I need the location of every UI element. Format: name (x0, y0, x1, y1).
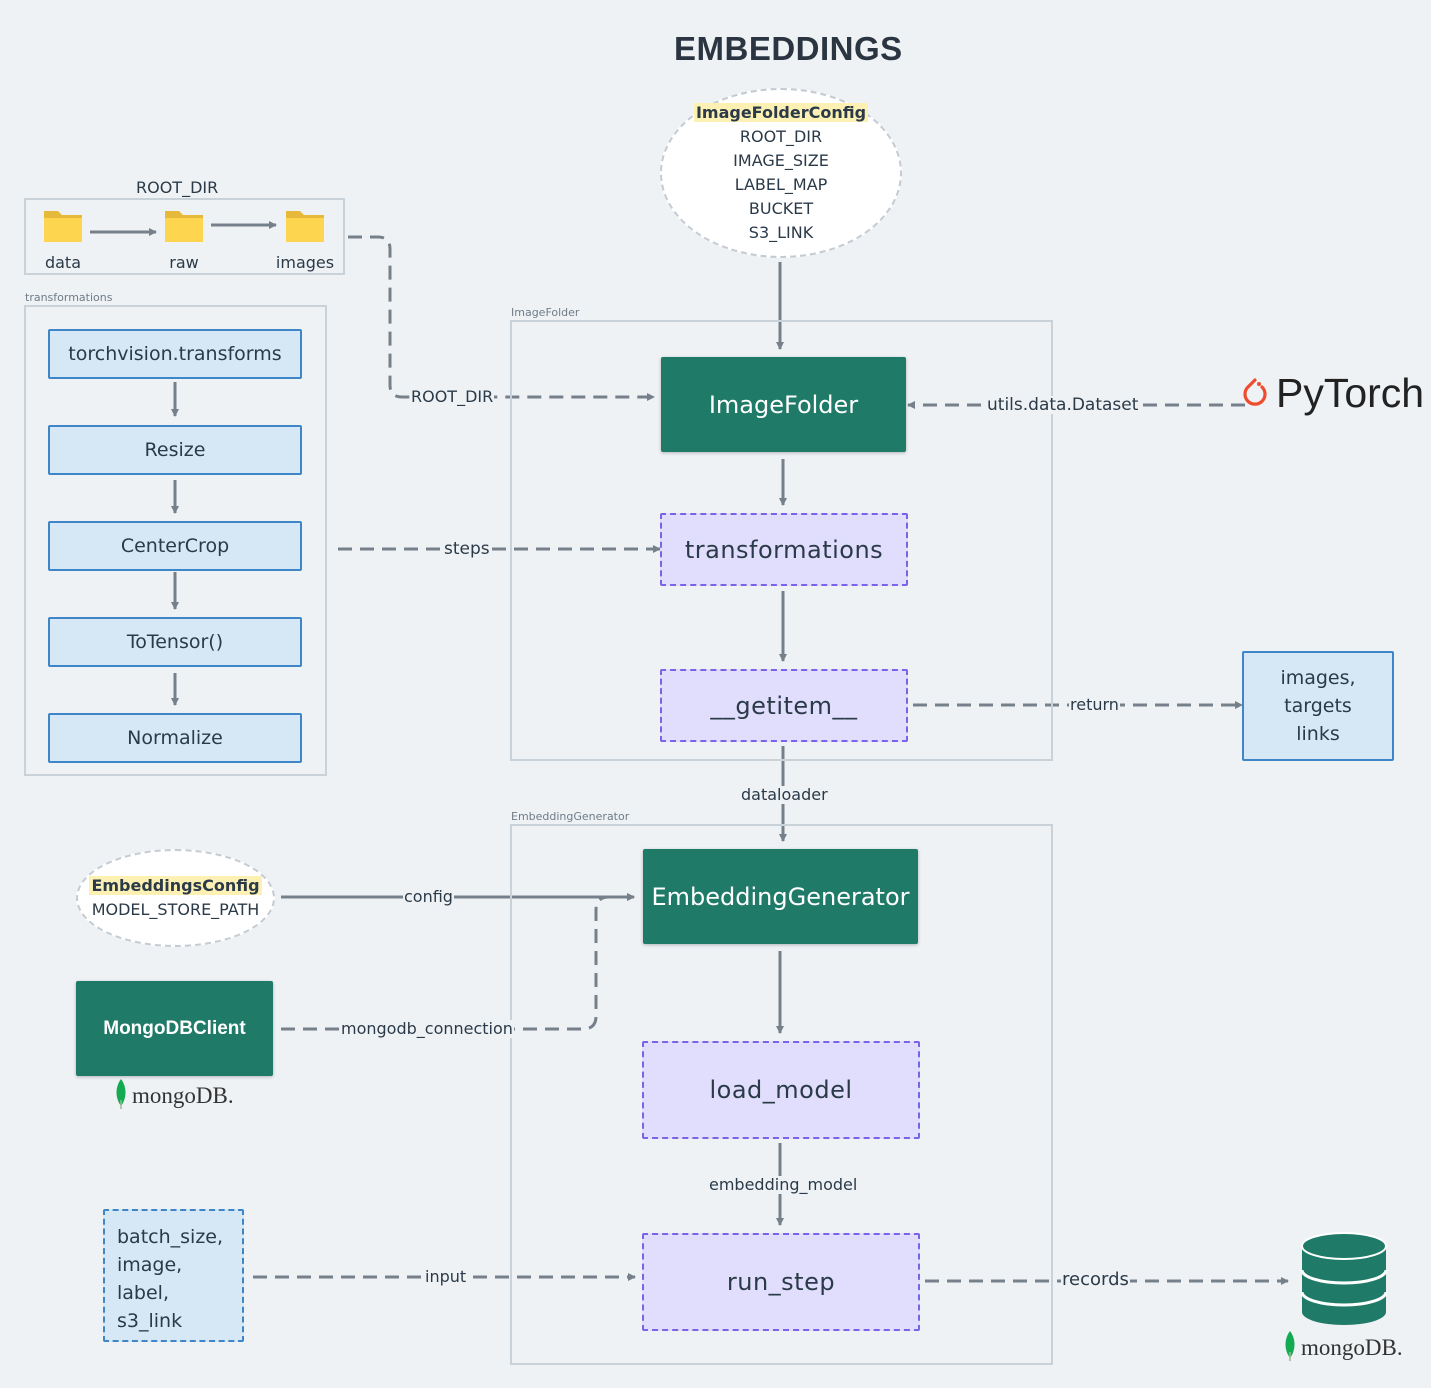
return-values-box: images, targets links (1242, 651, 1394, 761)
input-params-box: batch_size, image, label, s3_link (103, 1209, 244, 1342)
edge-label-dataloader: dataloader (740, 785, 829, 804)
return-item: targets (1284, 695, 1352, 717)
database-logo-text: mongoDB. (1301, 1335, 1403, 1360)
embedding-group-label: EmbeddingGenerator (511, 810, 630, 823)
imagefolder-node: ImageFolder (661, 357, 906, 452)
input-param: image, (117, 1254, 183, 1276)
config-field: IMAGE_SIZE (733, 151, 829, 170)
diagram-title: EMBEDDINGS (674, 30, 903, 67)
embedding-group (510, 824, 1053, 1365)
input-param: batch_size, (117, 1226, 224, 1248)
run-step-node: run_step (642, 1233, 920, 1331)
return-item: links (1296, 723, 1340, 745)
transformations-group (24, 305, 327, 776)
pytorch-flame-icon (1243, 378, 1267, 406)
input-param: label, (117, 1282, 169, 1304)
root-dir-group-label: ROOT_DIR (136, 178, 219, 197)
pytorch-logo-text: PyTorch (1276, 370, 1425, 416)
edge-label-root-dir: ROOT_DIR (410, 387, 495, 406)
mongodb-client-node: MongoDBClient (76, 981, 273, 1076)
edge-label-steps: steps (443, 539, 491, 559)
edge-mongo (281, 893, 635, 1031)
step-centercrop: CenterCrop (48, 521, 302, 571)
folder-label-raw: raw (169, 253, 199, 272)
edge-label-embedding-model: embedding_model (708, 1175, 859, 1194)
edge-label-return: return (1069, 695, 1120, 714)
edge-label-input: input (424, 1267, 468, 1286)
config-field: LABEL_MAP (734, 175, 828, 194)
step-totensor: ToTensor() (48, 617, 302, 667)
input-param: s3_link (117, 1310, 183, 1332)
step-torchvision-transforms: torchvision.transforms (48, 329, 302, 379)
return-item: images, (1280, 667, 1356, 689)
edge-label-dataset: utils.data.Dataset (986, 395, 1140, 415)
config-field: ROOT_DIR (739, 127, 823, 146)
config-field: BUCKET (748, 199, 814, 218)
embeddings-config: EmbeddingsConfig MODEL_STORE_PATH (76, 849, 275, 947)
database-icon (1300, 1232, 1388, 1325)
transformations-group-label: transformations (25, 291, 113, 304)
root-dir-group (24, 198, 345, 275)
embeddings-config-title: EmbeddingsConfig (89, 876, 262, 895)
mongodb-leaf-icon (116, 1079, 126, 1109)
mongodb-logo-text: mongoDB. (132, 1083, 234, 1108)
folder-icon-raw (165, 211, 203, 242)
folder-label-data: data (44, 253, 82, 272)
image-folder-config: ImageFolderConfig ROOT_DIR IMAGE_SIZE LA… (660, 88, 902, 258)
embedding-generator-node: EmbeddingGenerator (643, 849, 918, 944)
image-folder-config-title: ImageFolderConfig (693, 103, 869, 122)
load-model-node: load_model (642, 1041, 920, 1139)
edge-rootdir (348, 235, 655, 401)
config-field: MODEL_STORE_PATH (91, 900, 260, 919)
folder-label-images: images (275, 253, 335, 272)
folder-icon-data (44, 211, 82, 242)
step-normalize: Normalize (48, 713, 302, 763)
edge-label-mongodb-connection: mongodb_connection (340, 1019, 514, 1038)
getitem-node: __getitem__ (660, 669, 908, 742)
folder-icon-images (286, 211, 324, 242)
mongodb-leaf-icon (1285, 1331, 1295, 1361)
transformations-node: transformations (660, 513, 908, 586)
imagefolder-group (510, 320, 1053, 761)
edge-label-config: config (403, 887, 454, 906)
edge-label-records: records (1061, 1269, 1130, 1290)
step-resize: Resize (48, 425, 302, 475)
config-field: S3_LINK (748, 223, 814, 242)
imagefolder-group-label: ImageFolder (511, 306, 580, 319)
